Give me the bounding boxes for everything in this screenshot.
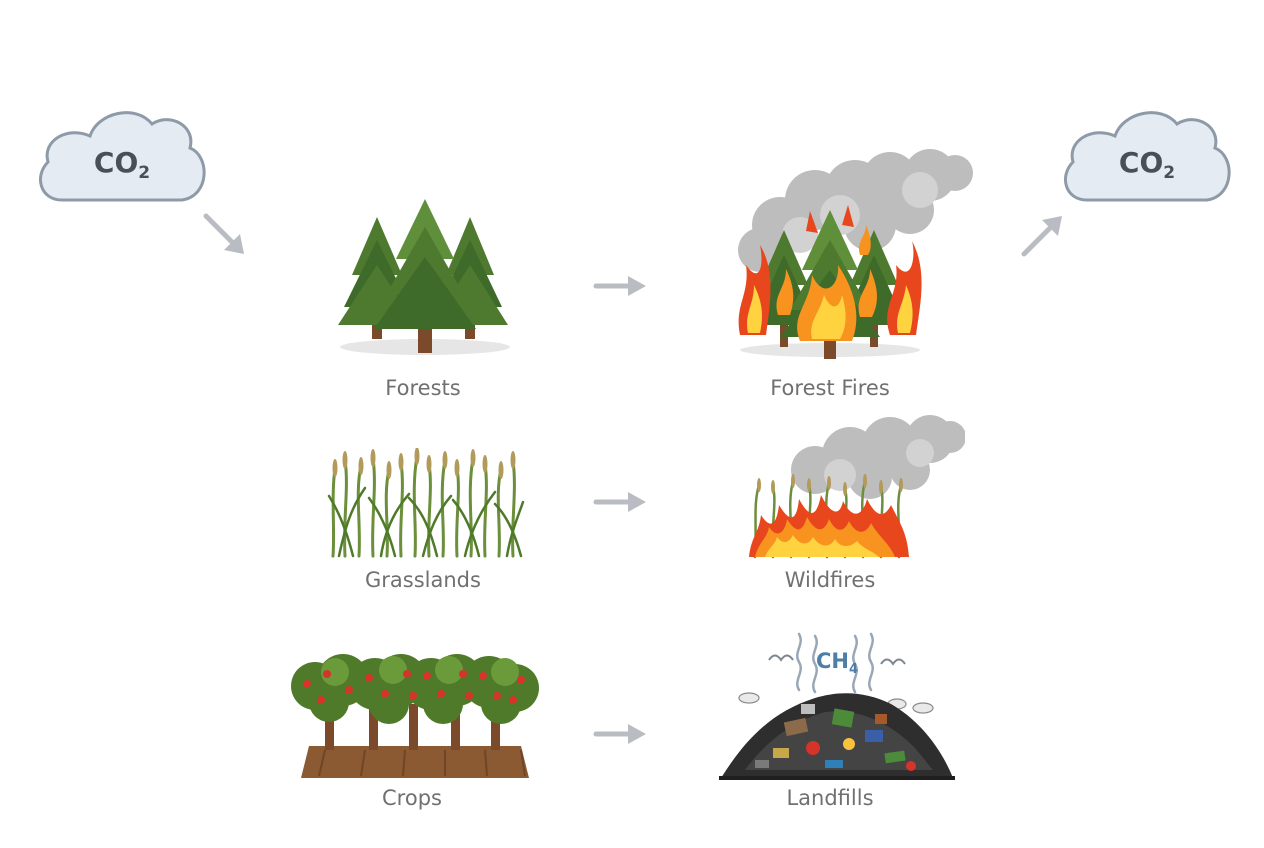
ch4-label: CH4 [816,649,858,677]
arrow-icon [1021,216,1062,257]
caption-forest-fires: Forest Fires [770,376,890,400]
caption-wildfires: Wildfires [784,568,876,592]
caption-landfills: Landfills [786,786,874,810]
co2-input-cloud: CO2 [32,98,212,208]
forest-icon [338,199,510,355]
forest-fire-icon [738,149,973,359]
caption-grasslands: Grasslands [365,568,481,592]
cloud-icon [39,111,206,202]
wildfire-icon [749,415,965,559]
arrow-icon [593,276,646,296]
co2-input-label: CO2 [93,146,151,183]
seagull-icon [768,654,906,666]
orchard-icon [291,654,539,778]
caption-forests: Forests [385,376,461,400]
landfill-icon: CH4 [719,632,955,780]
co2-output-label: CO2 [1118,146,1176,183]
co2-output-cloud: CO2 [1057,98,1237,208]
cloud-icon [1064,111,1231,202]
arrow-icon [593,724,646,744]
caption-crops: Crops [382,786,442,810]
arrow-icon [593,492,646,512]
arrow-icon [203,213,244,254]
grassland-icon [327,448,525,558]
